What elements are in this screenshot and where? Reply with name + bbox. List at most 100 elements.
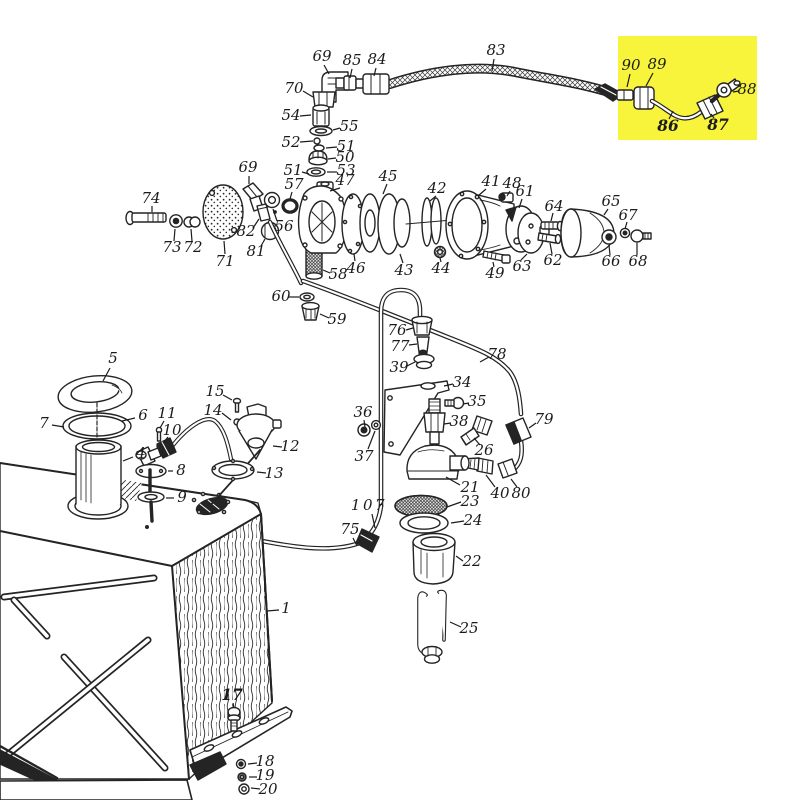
leader-line-39	[406, 361, 416, 367]
part-13-gasket	[211, 458, 255, 482]
part-label-38: 38	[449, 412, 468, 430]
leader-line-79	[528, 422, 537, 429]
leader-line-15	[222, 394, 233, 401]
part-66-nut	[601, 229, 617, 245]
part-label-62: 62	[543, 251, 562, 269]
part-label-40: 40	[489, 484, 510, 502]
part-38-tap	[423, 398, 446, 445]
part-label-86: 86	[657, 116, 679, 135]
part-label-84: 84	[367, 50, 386, 68]
part-label-77: 77	[390, 337, 410, 355]
part-17-bolt	[227, 706, 241, 732]
leader-line-52	[299, 140, 314, 143]
part-50-cap	[308, 150, 328, 166]
leader-line-18	[247, 762, 258, 765]
pump-inlet-pipe	[267, 219, 304, 286]
part-73-washer	[169, 214, 183, 228]
leader-line-12	[272, 445, 283, 448]
leader-line-71	[223, 240, 226, 255]
part-39-nut	[413, 353, 435, 370]
leader-line-6	[121, 417, 136, 422]
leader-line-22	[455, 555, 464, 562]
part-label-10: 10	[162, 421, 182, 439]
leader-line-77	[408, 343, 418, 346]
leader-line-48	[506, 190, 511, 197]
leader-line-86	[668, 110, 674, 120]
leader-line-46	[353, 253, 356, 262]
part-label-7: 7	[39, 414, 49, 432]
leader-line-90	[626, 73, 631, 88]
part-label-64: 64	[544, 197, 563, 215]
part-44-nut	[433, 245, 447, 259]
part-1-fuel-tank	[0, 462, 293, 800]
part-60-washer	[299, 292, 315, 302]
part-label-14: 14	[203, 401, 222, 419]
part-52-ring	[313, 137, 321, 145]
leader-line-37	[367, 430, 376, 450]
part-15-screw	[232, 397, 242, 413]
part-87-union-nut	[696, 94, 724, 120]
leader-line-58	[322, 269, 331, 274]
part-43-diaphragm-discs	[377, 193, 411, 255]
part-37-washer	[370, 419, 382, 431]
part-62-screw	[537, 232, 562, 245]
part-69-top-elbow-union	[312, 71, 390, 108]
part-79-sleeve	[505, 417, 532, 445]
part-49-stud	[482, 250, 511, 264]
part-label-80: 80	[511, 484, 531, 502]
part-label-87: 87	[707, 115, 729, 134]
leader-line-40	[485, 474, 496, 488]
part-20-nut	[238, 783, 250, 795]
part-88-banjo-end	[709, 78, 741, 104]
part-label-59: 59	[327, 310, 347, 328]
part-label-41: 41	[480, 172, 500, 190]
part-label-107: 107	[351, 496, 387, 514]
leader-line-76	[405, 327, 414, 331]
part-label-69: 69	[312, 47, 332, 65]
part-36-nut	[357, 423, 371, 437]
part-label-72: 72	[183, 238, 202, 256]
leader-line-38	[443, 422, 452, 425]
part-label-89: 89	[647, 55, 667, 73]
part-label-4: 4	[135, 444, 146, 462]
part-83-flexible-hose	[385, 63, 624, 102]
part-label-26: 26	[473, 441, 494, 459]
part-47-pump-body	[297, 181, 347, 254]
part-26-banjo-bolt	[460, 415, 493, 446]
part-label-45: 45	[377, 167, 397, 185]
part-label-48: 48	[501, 174, 521, 192]
leader-line-62	[549, 242, 553, 255]
part-label-19: 19	[255, 766, 275, 784]
part-label-44: 44	[430, 259, 450, 277]
leader-line-21	[445, 476, 461, 486]
part-25-bail-clip	[417, 589, 447, 664]
part-label-35: 35	[467, 392, 486, 410]
part-label-43: 43	[393, 261, 413, 279]
part-label-23: 23	[459, 492, 479, 510]
part-label-46: 46	[345, 259, 366, 277]
part-label-57: 57	[284, 175, 304, 193]
part-label-81: 81	[246, 242, 265, 260]
leader-line-23	[446, 501, 462, 508]
part-label-8: 8	[176, 461, 186, 479]
leader-line-84	[373, 67, 377, 77]
leader-line-17	[232, 702, 235, 709]
part-label-66: 66	[601, 252, 621, 270]
part-51-washer-a	[313, 144, 325, 152]
part-56-nut	[263, 191, 281, 214]
part-68-bolt	[630, 229, 652, 243]
part-label-1: 1	[281, 599, 291, 617]
part-label-11: 11	[157, 404, 176, 422]
tank-ribs	[0, 574, 169, 772]
part-label-18: 18	[255, 752, 274, 770]
leader-line-88	[732, 90, 740, 93]
part-label-37: 37	[354, 447, 374, 465]
part-72-spring-washer	[183, 216, 201, 228]
part-80-pipe-end-nut	[497, 458, 518, 479]
leader-line-47	[329, 187, 341, 192]
part-label-78: 78	[487, 345, 506, 363]
part-label-67: 67	[618, 206, 638, 224]
leader-line-45	[382, 183, 388, 195]
leader-line-5	[102, 367, 111, 382]
